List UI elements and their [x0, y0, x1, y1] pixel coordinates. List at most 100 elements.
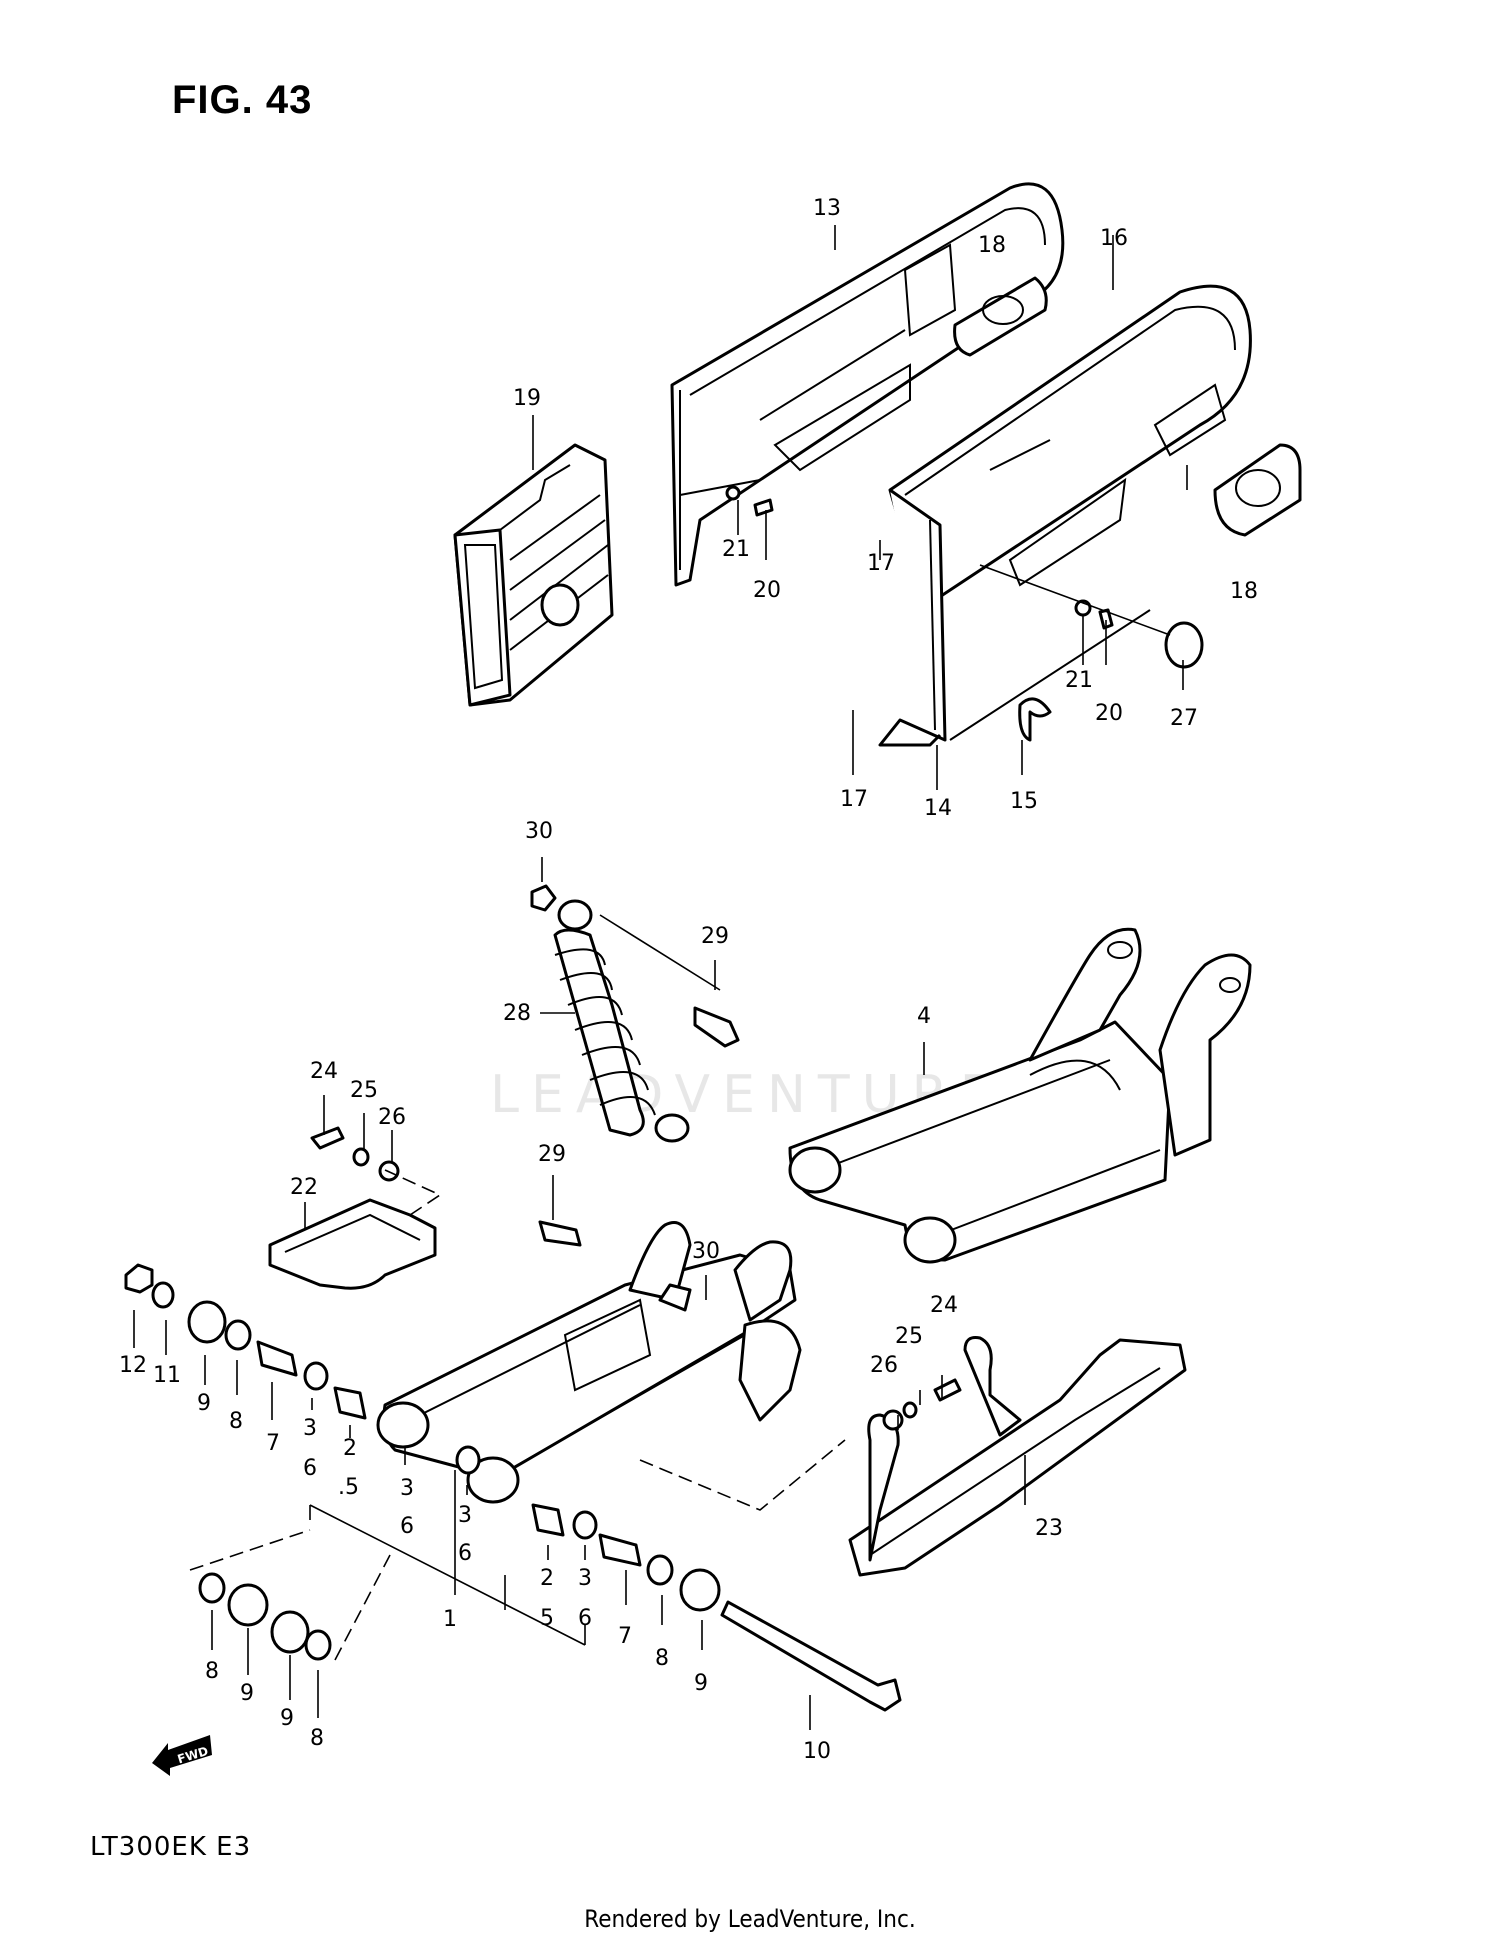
spacer-7a[interactable]: [256, 1340, 298, 1377]
thrust-washer-8a[interactable]: [224, 1319, 252, 1351]
callout-21: 21: [1065, 668, 1093, 693]
guard-bolt-upper[interactable]: [310, 1126, 345, 1150]
intake-boot[interactable]: [453, 443, 614, 707]
figure-title: FIG. 43: [172, 78, 313, 122]
lock-washer-upper[interactable]: [352, 1147, 370, 1167]
callout-23: 23: [1035, 1516, 1063, 1541]
callout-17: 17: [867, 551, 895, 576]
swingarm-assembly-view[interactable]: [788, 927, 1252, 1264]
callout-17: 17: [840, 787, 868, 812]
dust-seal-9b[interactable]: [679, 1568, 721, 1612]
lock-washer-lower[interactable]: [902, 1401, 918, 1419]
skid-plate[interactable]: [848, 1336, 1187, 1577]
callout-15: 15: [1010, 789, 1038, 814]
chain-guard-lower[interactable]: [878, 488, 1151, 747]
callout-7: 7: [266, 1431, 280, 1456]
callout-8: 8: [655, 1646, 669, 1671]
shock-bolt-lower[interactable]: [538, 1220, 582, 1247]
dust-seal-9a[interactable]: [187, 1300, 227, 1344]
callout-6: 6: [303, 1456, 317, 1481]
callout-5: .5: [338, 1475, 359, 1500]
thrust-washer-8c[interactable]: [198, 1572, 226, 1604]
callout-24: 24: [310, 1059, 338, 1084]
cushion-pad-right[interactable]: [1213, 443, 1302, 537]
shock-nut-upper[interactable]: [530, 884, 557, 912]
callout-27: 27: [1170, 706, 1198, 731]
callout-9: 9: [240, 1681, 254, 1706]
callout-12: 12: [119, 1353, 147, 1378]
rear-shock-absorber[interactable]: [553, 899, 690, 1143]
callout-24: 24: [930, 1293, 958, 1318]
callout-25: 25: [895, 1324, 923, 1349]
bearing-3b[interactable]: [455, 1445, 481, 1475]
guard-bolt-lower[interactable]: [933, 1378, 962, 1402]
callout-29: 29: [701, 924, 729, 949]
dust-seal-9d[interactable]: [270, 1610, 310, 1654]
callout-18: 18: [1230, 579, 1258, 604]
callout-2: 2: [343, 1436, 357, 1461]
bearing-3c[interactable]: [572, 1510, 598, 1540]
callout-25: 25: [350, 1078, 378, 1103]
callout-26: 26: [870, 1353, 898, 1378]
callout-labels: 13 16 18 19 21 20 17 18 21 20 27 17 14 1…: [119, 196, 1258, 1764]
callout-2: 2: [540, 1566, 554, 1591]
grommet[interactable]: [1164, 621, 1204, 669]
bushing-2b[interactable]: [531, 1503, 565, 1537]
callout-13: 13: [813, 196, 841, 221]
pivot-nut[interactable]: [124, 1263, 154, 1294]
callout-20: 20: [753, 578, 781, 603]
callout-30: 30: [525, 819, 553, 844]
callout-7: 7: [618, 1624, 632, 1649]
callout-16: 16: [1100, 226, 1128, 251]
callout-3: 3: [458, 1503, 472, 1528]
callout-19: 19: [513, 386, 541, 411]
callout-18: 18: [978, 233, 1006, 258]
chain-case-inner[interactable]: [888, 284, 1252, 602]
callout-20: 20: [1095, 701, 1123, 726]
clip[interactable]: [1018, 697, 1052, 742]
screw-and-washer-left[interactable]: [725, 485, 774, 517]
callout-5: 5: [540, 1606, 554, 1631]
chain-case-outer[interactable]: [670, 182, 1065, 587]
washer-11[interactable]: [151, 1281, 175, 1309]
callout-1: 1: [443, 1607, 457, 1632]
dust-seal-9c[interactable]: [227, 1583, 269, 1627]
callout-8: 8: [229, 1409, 243, 1434]
callout-29: 29: [538, 1142, 566, 1167]
callout-9: 9: [280, 1706, 294, 1731]
shock-bolt-upper[interactable]: [693, 1006, 740, 1048]
callout-28: 28: [503, 1001, 531, 1026]
callout-9: 9: [197, 1391, 211, 1416]
forward-arrow-icon: FWD: [152, 1735, 212, 1776]
callout-6: 6: [578, 1606, 592, 1631]
washer-lower[interactable]: [882, 1409, 904, 1431]
callout-10: 10: [803, 1739, 831, 1764]
model-code: LT300EK E3: [90, 1832, 252, 1862]
callout-8: 8: [205, 1659, 219, 1684]
callout-30: 30: [692, 1239, 720, 1264]
thrust-washer-8d[interactable]: [304, 1629, 332, 1661]
callout-14: 14: [924, 796, 952, 821]
callout-3: 3: [578, 1566, 592, 1591]
callout-8: 8: [310, 1726, 324, 1751]
spacer-7b[interactable]: [598, 1533, 642, 1567]
callout-26: 26: [378, 1105, 406, 1130]
callout-4: 4: [917, 1004, 931, 1029]
callout-22: 22: [290, 1175, 318, 1200]
pivot-shaft-bolt[interactable]: [720, 1600, 902, 1712]
callout-11: 11: [153, 1363, 181, 1388]
bearing-3a[interactable]: [303, 1361, 329, 1391]
callout-6: 6: [400, 1514, 414, 1539]
thrust-washer-8b[interactable]: [646, 1554, 674, 1586]
group-bracket-1: [309, 1470, 586, 1646]
callout-3: 3: [303, 1416, 317, 1441]
chain-guide[interactable]: [268, 1198, 437, 1290]
swingarm-exploded[interactable]: [376, 1221, 802, 1504]
callout-9: 9: [694, 1671, 708, 1696]
bushing-2a[interactable]: [333, 1386, 367, 1420]
cushion-pad-upper[interactable]: [953, 276, 1048, 357]
footer-credit: Rendered by LeadVenture, Inc.: [584, 1905, 916, 1933]
callout-3: 3: [400, 1476, 414, 1501]
callout-21: 21: [722, 537, 750, 562]
